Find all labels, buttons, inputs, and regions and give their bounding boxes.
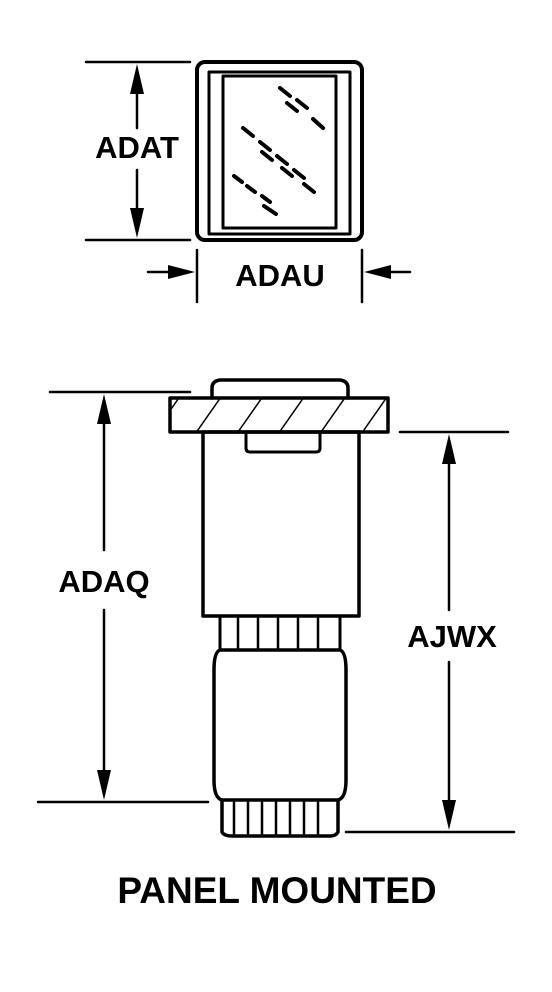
lens-top-view [195,60,364,242]
dimension-adat [84,60,192,242]
dimension-adaq [36,390,210,804]
lens-inner-frame [207,70,352,236]
lens-cap [210,378,350,400]
label-ajwx: AJWX [407,619,497,654]
lens-outer-frame [195,60,364,242]
mounting-panel [168,396,390,434]
label-adau: ADAU [235,258,325,293]
housing-body [201,430,361,618]
lens-glare-marks [232,86,325,216]
dimension-ajwx [344,430,516,834]
caption: PANEL MOUNTED [117,870,436,911]
lens-glass [221,74,338,230]
arrowheads [97,64,456,830]
label-adat: ADAT [95,130,179,165]
knurled-collar [236,616,320,652]
indicator-side-view [168,378,390,838]
threaded-shank [212,648,348,802]
panel-tab [244,430,322,454]
label-adaq: ADAQ [58,564,149,599]
knurled-base [220,798,340,838]
